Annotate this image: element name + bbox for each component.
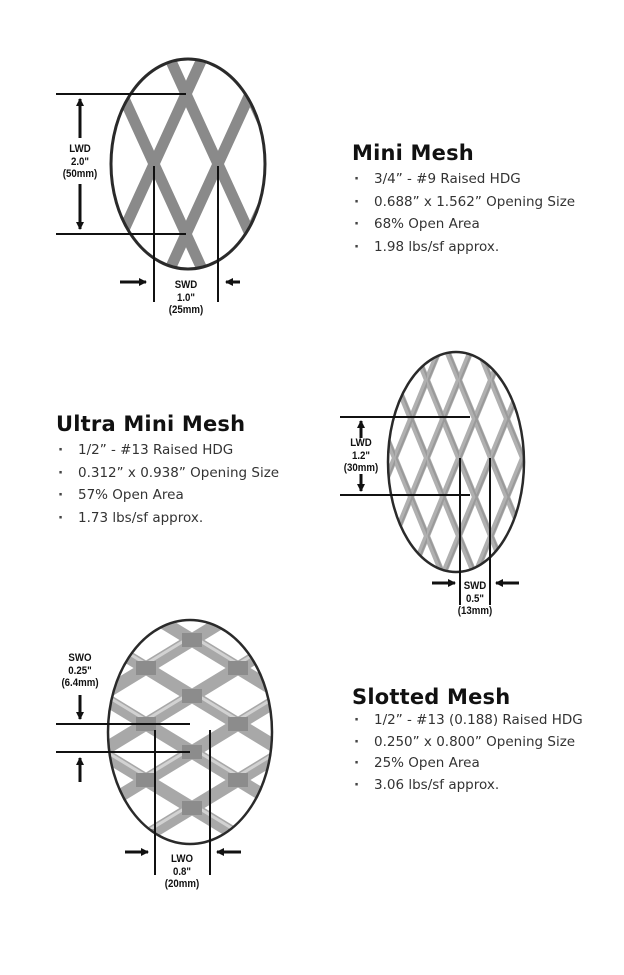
spec-list: 3/4” - #9 Raised HDG 0.688” x 1.562” Ope…	[352, 168, 575, 258]
mini-mesh-lwd-label: LWD 2.0" (50mm)	[60, 143, 100, 181]
dim-metric: (6.4mm)	[61, 677, 99, 689]
spec-item: 25% Open Area	[352, 753, 583, 775]
spec-item: 0.250” x 0.800” Opening Size	[352, 732, 583, 754]
spec-item: 68% Open Area	[352, 213, 575, 236]
product-title: Ultra Mini Mesh	[56, 412, 246, 436]
spec-item: 1/2” - #13 (0.188) Raised HDG	[352, 710, 583, 732]
product-title: Slotted Mesh	[352, 685, 511, 709]
dim-name: SWD	[463, 580, 487, 592]
dim-value: 0.25"	[68, 664, 92, 677]
ultra-mini-mesh-info: Ultra Mini Mesh 1/2” - #13 Raised HDG 0.…	[56, 412, 279, 529]
mini-mesh-info: Mini Mesh 3/4” - #9 Raised HDG 0.688” x …	[352, 141, 575, 258]
dim-value: 1.0"	[176, 291, 196, 304]
spec-list: 1/2” - #13 Raised HDG 0.312” x 0.938” Op…	[56, 439, 279, 529]
dim-value: 2.0"	[70, 155, 90, 168]
ultra-mini-mesh-diagram	[340, 350, 526, 605]
dim-metric: (25mm)	[168, 304, 204, 316]
spec-item: 3.06 lbs/sf approx.	[352, 775, 583, 797]
dim-name: LWD	[69, 143, 91, 155]
ultra-mini-mesh-swd-label: SWD 0.5" (13mm)	[455, 580, 495, 618]
dim-name: LWO	[170, 853, 194, 865]
spec-item: 0.688” x 1.562” Opening Size	[352, 191, 575, 214]
slotted-mesh-info: Slotted Mesh 1/2” - #13 (0.188) Raised H…	[352, 685, 583, 796]
dim-metric: (30mm)	[343, 462, 379, 474]
spec-item: 1/2” - #13 Raised HDG	[56, 439, 279, 462]
product-title: Mini Mesh	[352, 141, 474, 165]
slotted-mesh-lwo-label: LWO 0.8" (20mm)	[161, 853, 203, 891]
dim-name: SWO	[68, 652, 92, 664]
dim-metric: (13mm)	[457, 605, 493, 617]
spec-item: 0.312” x 0.938” Opening Size	[56, 462, 279, 485]
slotted-mesh-diagram	[56, 618, 274, 875]
dim-name: LWD	[350, 437, 372, 449]
spec-item: 1.73 lbs/sf approx.	[56, 507, 279, 530]
ultra-mini-mesh-lwd-label: LWD 1.2" (30mm)	[340, 437, 382, 475]
mini-mesh-diagram	[56, 57, 267, 302]
spec-item: 57% Open Area	[56, 484, 279, 507]
dim-metric: (20mm)	[164, 878, 200, 890]
dim-value: 0.5"	[465, 592, 485, 605]
slotted-mesh-swo-label: SWO 0.25" (6.4mm)	[57, 652, 103, 690]
dim-metric: (50mm)	[62, 168, 98, 180]
dim-name: SWD	[174, 279, 198, 291]
spec-item: 1.98 lbs/sf approx.	[352, 236, 575, 259]
dim-value: 0.8"	[172, 865, 192, 878]
spec-list: 1/2” - #13 (0.188) Raised HDG 0.250” x 0…	[352, 710, 583, 796]
dim-value: 1.2"	[351, 449, 371, 462]
mini-mesh-swd-label: SWD 1.0" (25mm)	[165, 279, 207, 317]
spec-item: 3/4” - #9 Raised HDG	[352, 168, 575, 191]
